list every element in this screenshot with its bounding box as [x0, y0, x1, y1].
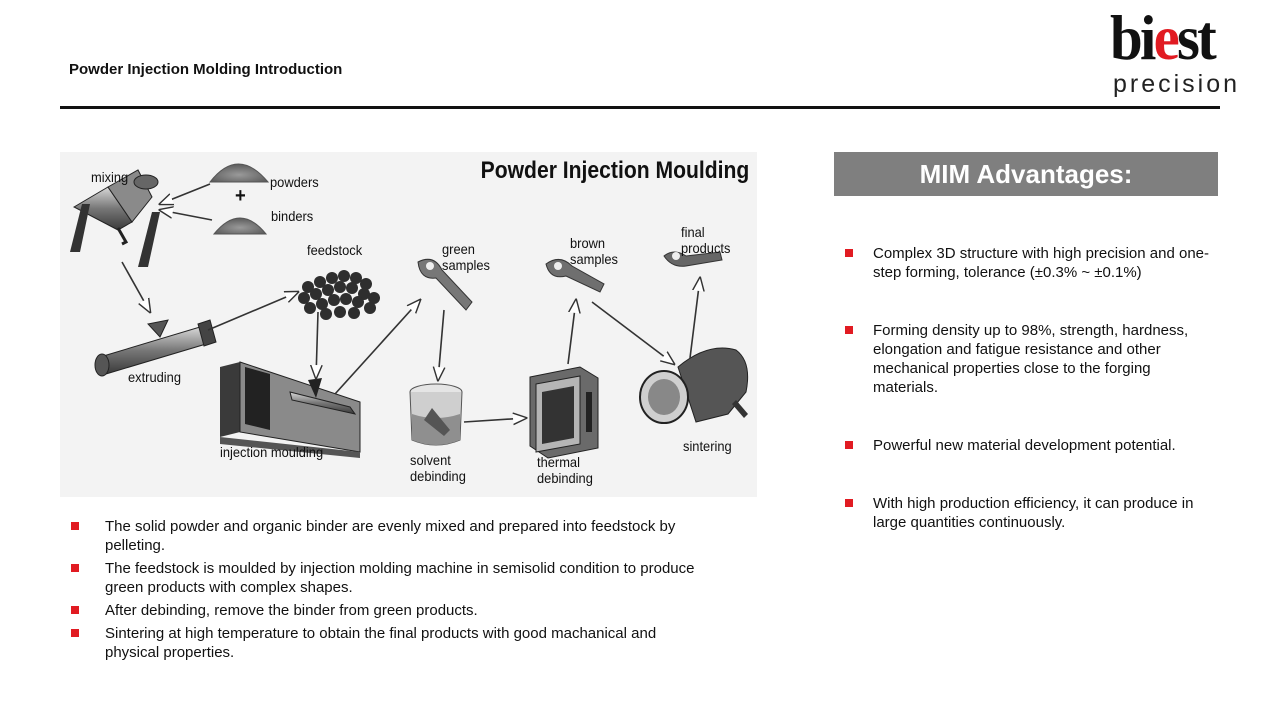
injection-machine-illustration	[220, 361, 361, 458]
title-divider	[60, 106, 1220, 109]
feedstock-pellets	[298, 270, 380, 320]
label-green-samples: green samples	[442, 241, 490, 273]
diagram-title: Powder Injection Moulding	[480, 157, 749, 184]
label-powders: powders	[270, 174, 319, 190]
list-item: With high production efficiency, it can …	[843, 494, 1218, 532]
label-feedstock: feedstock	[307, 242, 363, 258]
slide-title: Powder Injection Molding Introduction	[69, 61, 343, 78]
list-item: The solid powder and organic binder are …	[69, 517, 709, 555]
process-diagram-graphics	[70, 163, 749, 459]
company-logo: biest precision	[1110, 2, 1245, 99]
bullet-square-icon	[845, 326, 853, 334]
label-binders: binders	[271, 208, 314, 224]
list-item: Powerful new material development potent…	[843, 436, 1218, 455]
process-notes-list: The solid powder and organic binder are …	[69, 517, 709, 666]
label-final-products: final products	[681, 224, 731, 256]
list-item: Forming density up to 98%, strength, har…	[843, 321, 1218, 397]
brown-sample-part	[545, 259, 605, 293]
label-injection-moulding: injection moulding	[220, 444, 324, 460]
process-arrows	[121, 183, 700, 422]
final-product-part	[663, 251, 723, 267]
label-mixing: mixing	[91, 169, 129, 185]
label-thermal-debinding: thermal debinding	[537, 454, 593, 486]
sintering-furnace	[639, 347, 749, 424]
process-diagram: Powder Injection Moulding mixing powders…	[60, 152, 757, 497]
bullet-square-icon	[71, 522, 79, 530]
bullet-square-icon	[71, 629, 79, 637]
logo-wordmark: biest	[1110, 2, 1217, 73]
list-item: Sintering at high temperature to obtain …	[69, 624, 709, 662]
solvent-beaker	[409, 383, 463, 446]
bullet-square-icon	[845, 249, 853, 257]
bullet-square-icon	[845, 441, 853, 449]
list-item: The feedstock is moulded by injection mo…	[69, 559, 709, 597]
mixer-illustration	[70, 169, 160, 267]
list-item: After debinding, remove the binder from …	[69, 601, 709, 620]
bullet-square-icon	[71, 606, 79, 614]
extruder-illustration	[94, 319, 217, 377]
bullet-square-icon	[71, 564, 79, 572]
label-sintering: sintering	[683, 438, 732, 454]
label-plus: +	[235, 185, 246, 207]
green-sample-part	[417, 258, 473, 311]
advantages-header: MIM Advantages:	[834, 152, 1218, 196]
thermal-oven	[529, 366, 599, 459]
list-item: Complex 3D structure with high precision…	[843, 244, 1218, 282]
label-brown-samples: brown samples	[570, 235, 618, 267]
label-solvent-debinding: solvent debinding	[410, 452, 466, 484]
binders-pile	[212, 217, 268, 235]
label-extruding: extruding	[128, 369, 181, 385]
powders-pile	[208, 163, 270, 183]
logo-subtitle: precision	[1113, 70, 1241, 98]
bullet-square-icon	[845, 499, 853, 507]
